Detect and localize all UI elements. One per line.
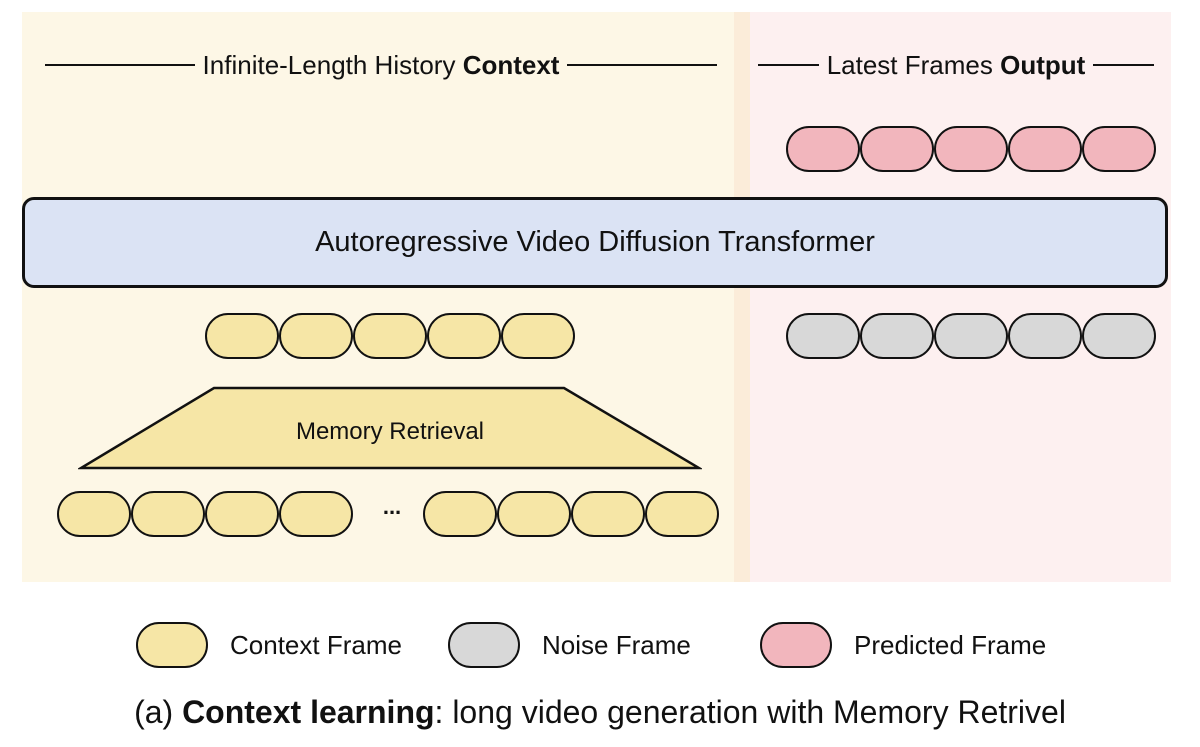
history-frame: [205, 491, 279, 537]
legend-predicted: Predicted Frame: [760, 622, 1046, 668]
legend-context-label: Context Frame: [230, 629, 402, 660]
predicted-frame: [934, 126, 1008, 172]
history-frame: [497, 491, 571, 537]
memory-retrieval-label: Memory Retrieval: [295, 418, 485, 445]
output-header: Latest Frames Output: [758, 50, 1154, 80]
output-header-emphasis: Output: [1000, 49, 1086, 80]
history-frame: [57, 491, 131, 537]
history-frame: [645, 491, 719, 537]
panel-divider: [734, 12, 750, 582]
noise-frame: [1082, 313, 1156, 359]
predicted-frame: [1008, 126, 1082, 172]
context-frame: [279, 313, 353, 359]
legend-noise: Noise Frame: [448, 622, 691, 668]
transformer-label: Autoregressive Video Diffusion Transform…: [315, 226, 875, 258]
header-rule: [1093, 64, 1154, 66]
figure-caption: (a) Context learning: long video generat…: [0, 694, 1200, 731]
legend-context: Context Frame: [136, 622, 402, 668]
predicted-frame: [1082, 126, 1156, 172]
header-rule: [758, 64, 819, 66]
caption-suffix: : long video generation with Memory Retr…: [434, 694, 1066, 730]
context-header-emphasis: Context: [462, 49, 560, 80]
history-frame: [571, 491, 645, 537]
context-panel: [22, 12, 734, 582]
noise-frame: [934, 313, 1008, 359]
output-header-text: Latest Frames Output: [819, 50, 1094, 81]
transformer-block: Autoregressive Video Diffusion Transform…: [22, 197, 1168, 288]
caption-prefix: (a): [134, 694, 183, 730]
caption-emphasis: Context learning: [182, 694, 435, 730]
history-frame: [279, 491, 353, 537]
legend-predicted-label: Predicted Frame: [854, 629, 1047, 660]
context-header-prefix: Infinite-Length History: [202, 49, 463, 80]
output-panel: [750, 12, 1171, 582]
history-frame: [423, 491, 497, 537]
noise-frame: [786, 313, 860, 359]
legend-noise-label: Noise Frame: [542, 629, 691, 660]
legend-noise-swatch: [448, 622, 520, 668]
legend-predicted-swatch: [760, 622, 832, 668]
history-frame: [131, 491, 205, 537]
context-frame: [501, 313, 575, 359]
header-rule: [567, 64, 718, 66]
context-frame: [427, 313, 501, 359]
predicted-frame: [786, 126, 860, 172]
noise-frame: [1008, 313, 1082, 359]
output-header-prefix: Latest Frames: [826, 49, 1001, 80]
context-frame: [353, 313, 427, 359]
context-header-text: Infinite-Length History Context: [195, 50, 568, 81]
ellipsis: ...: [382, 494, 402, 519]
memory-retrieval-block: [78, 386, 702, 470]
header-rule: [45, 64, 195, 66]
context-header: Infinite-Length History Context: [45, 50, 718, 81]
predicted-frame: [860, 126, 934, 172]
legend-context-swatch: [136, 622, 208, 668]
noise-frame: [860, 313, 934, 359]
context-frame: [205, 313, 279, 359]
